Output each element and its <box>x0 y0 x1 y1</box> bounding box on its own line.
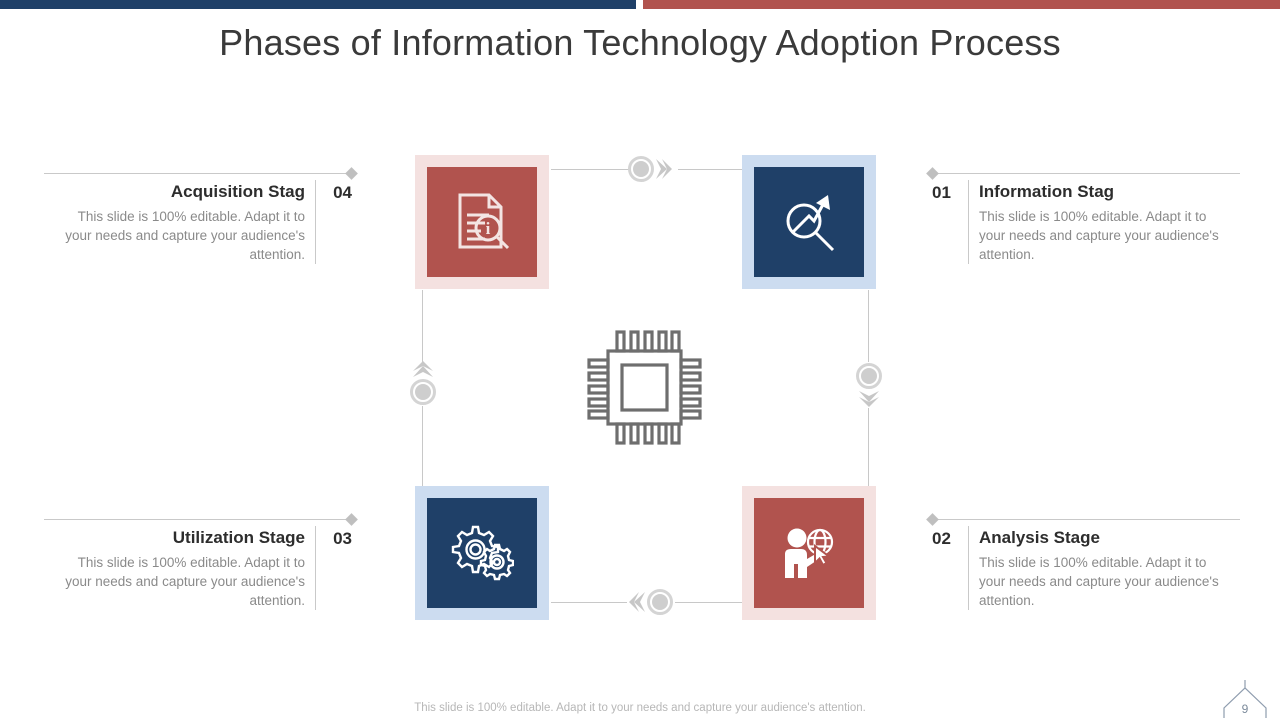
stage-heading-acquisition: Acquisition Stag <box>170 182 305 201</box>
document-search-info-icon: i <box>458 193 510 250</box>
center-microchip <box>578 325 711 455</box>
stage-number-03: 03 <box>333 529 352 548</box>
stage-heading-information: Information Stag <box>979 182 1115 201</box>
stage-tile-inner-acquisition: i <box>427 167 537 277</box>
top-accent-bar-left <box>0 0 636 9</box>
stage-tile-information[interactable] <box>742 155 876 289</box>
stage-tile-inner-utilization <box>427 498 537 608</box>
connector-node-bottom[interactable] <box>620 588 682 616</box>
top-accent-bar-right <box>643 0 1280 9</box>
stage-description-analysis: This slide is 100% editable. Adapt it to… <box>979 555 1219 608</box>
stage-text-analysis: 02 Analysis Stage This slide is 100% edi… <box>926 513 1240 610</box>
stage-description-utilization: This slide is 100% editable. Adapt it to… <box>65 555 305 608</box>
connector-line-right-upper <box>868 290 869 362</box>
connector-line-right-lower <box>868 408 869 486</box>
connector-ring-bottom <box>647 589 673 615</box>
stage-tile-analysis[interactable] <box>742 486 876 620</box>
stage-description-information: This slide is 100% editable. Adapt it to… <box>979 209 1219 262</box>
stage-rule-utilization <box>44 513 358 526</box>
gears-icon <box>451 525 514 581</box>
footer-note: This slide is 100% editable. Adapt it to… <box>414 702 866 714</box>
connector-node-left[interactable] <box>409 358 437 408</box>
connector-line-left-upper <box>422 290 423 362</box>
chevron-down-icon <box>859 391 879 407</box>
page-number-badge: 9 <box>1218 678 1272 718</box>
connector-ring-right <box>856 363 882 389</box>
stage-number-01: 01 <box>932 183 951 202</box>
connector-node-right[interactable] <box>855 360 883 410</box>
connector-ring-top <box>628 156 654 182</box>
stage-rule-information <box>926 167 1240 180</box>
stage-number-02: 02 <box>932 529 951 548</box>
chevron-frame-icon <box>1223 680 1267 718</box>
connector-node-top[interactable] <box>619 155 681 183</box>
chevron-up-icon <box>413 361 433 377</box>
stage-text-information: 01 Information Stag This slide is 100% e… <box>926 167 1240 264</box>
page-title: Phases of Information Technology Adoptio… <box>219 22 1061 63</box>
stage-text-acquisition: 04 Acquisition Stag This slide is 100% e… <box>44 167 358 264</box>
stage-tile-inner-analysis <box>754 498 864 608</box>
stage-heading-analysis: Analysis Stage <box>979 528 1100 547</box>
connector-line-bottom-left <box>551 602 627 603</box>
connector-line-left-lower <box>422 406 423 486</box>
stage-number-04: 04 <box>333 183 352 202</box>
stage-tile-inner-information <box>754 167 864 277</box>
connector-line-bottom-right <box>675 602 742 603</box>
stage-text-utilization: 03 Utilization Stage This slide is 100% … <box>44 513 358 610</box>
page-number-label: 9 <box>1241 702 1249 716</box>
svg-text:i: i <box>486 219 491 238</box>
stage-heading-utilization: Utilization Stage <box>172 528 305 547</box>
connector-line-top-left <box>551 169 629 170</box>
person-globe-cursor-icon <box>785 528 834 578</box>
stage-tile-acquisition[interactable]: i <box>415 155 549 289</box>
chevron-left-icon <box>629 592 645 612</box>
stage-tile-utilization[interactable] <box>415 486 549 620</box>
magnifier-growth-arrow-icon <box>786 195 835 252</box>
stage-rule-analysis <box>926 513 1240 526</box>
chevron-right-icon <box>656 159 672 179</box>
stage-rule-acquisition <box>44 167 358 180</box>
microchip-cpu-icon <box>587 330 702 445</box>
stage-description-acquisition: This slide is 100% editable. Adapt it to… <box>65 209 305 262</box>
connector-ring-left <box>410 379 436 405</box>
connector-line-top-right <box>678 169 742 170</box>
